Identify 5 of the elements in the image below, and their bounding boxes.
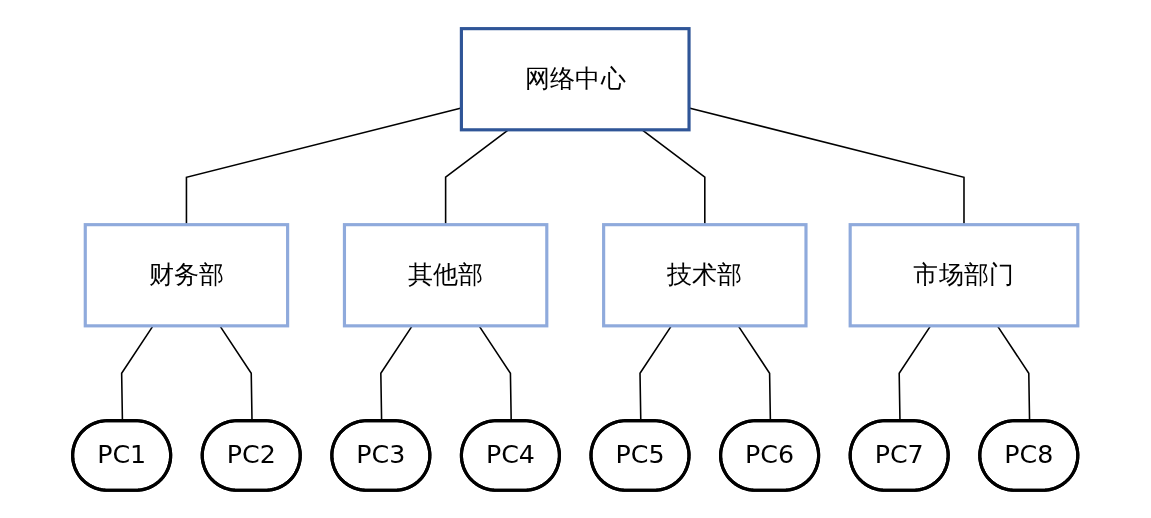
node-box: 市场部门 [848, 222, 1080, 327]
node-box: 技术部 [602, 222, 808, 327]
node-box: 其他部 [343, 222, 549, 327]
node-box: 财务部 [83, 222, 290, 327]
node-box: 网络中心 [460, 26, 691, 131]
